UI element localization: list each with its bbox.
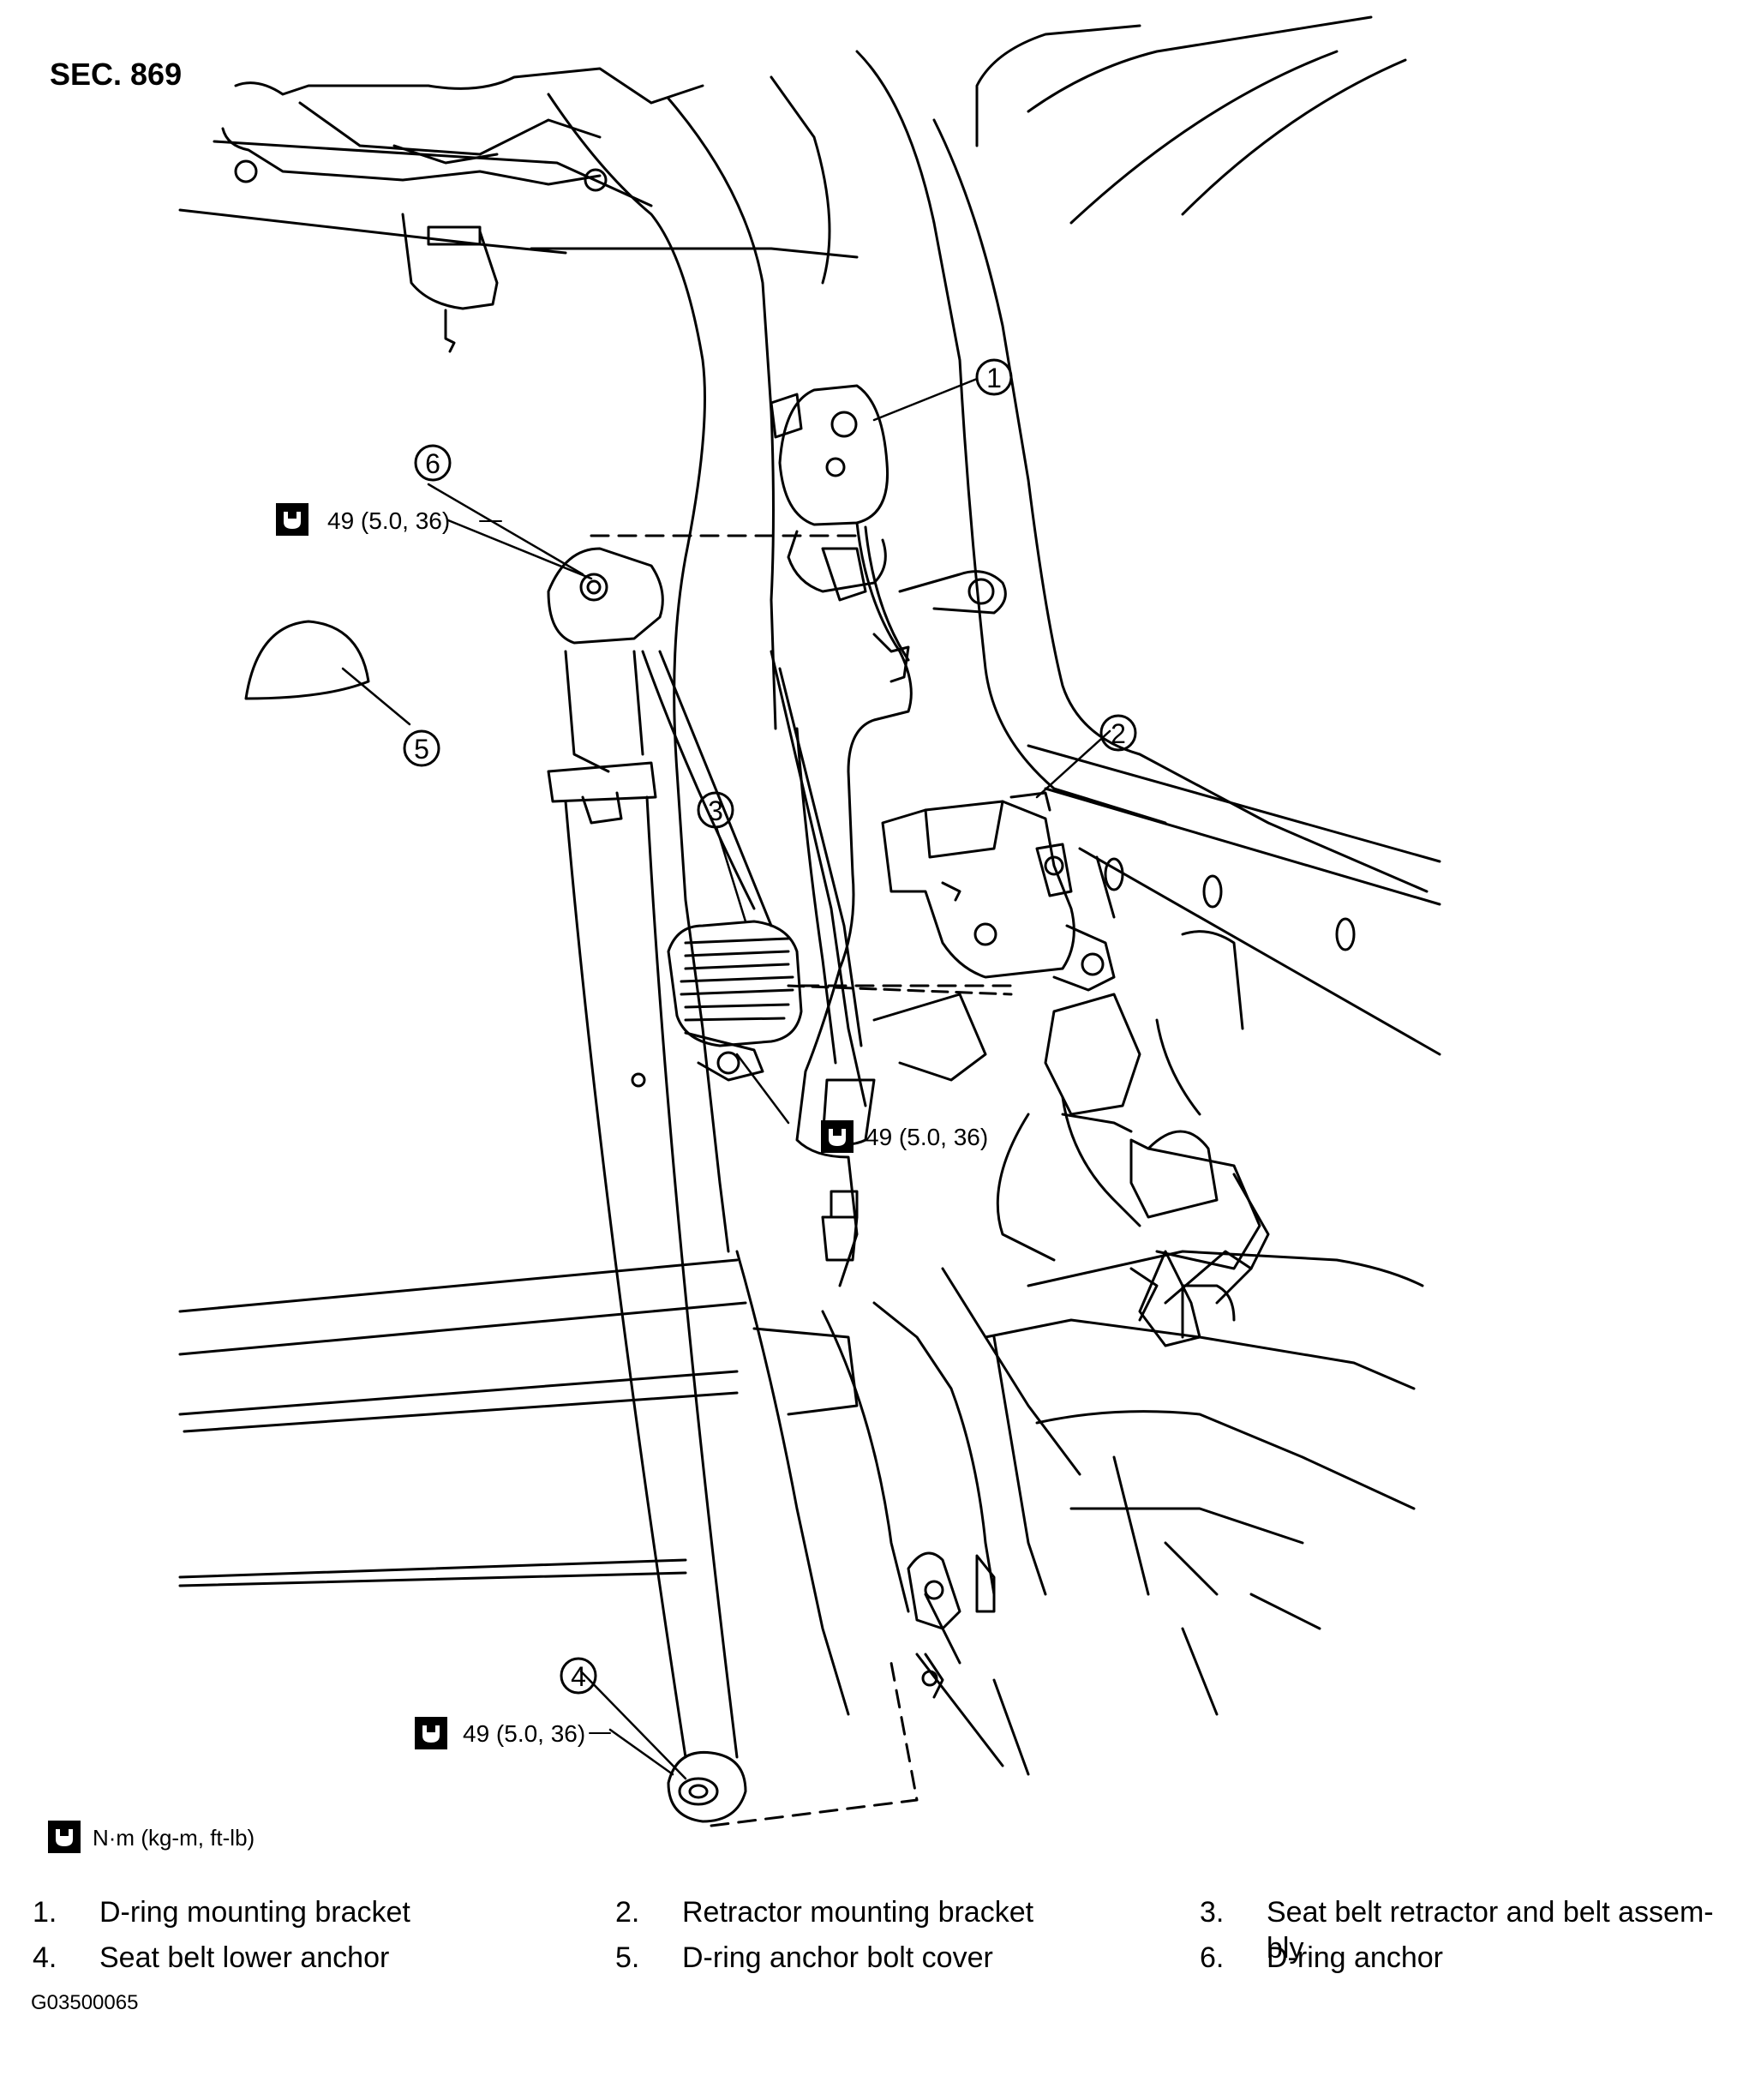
svg-text:N·m (kg-m, ft-lb): N·m (kg-m, ft-lb) <box>93 1825 255 1851</box>
retractor-mounting-bracket <box>881 791 1116 992</box>
svg-text:49 (5.0, 36): 49 (5.0, 36) <box>327 507 450 534</box>
callout-6: 6 <box>414 444 452 482</box>
quarter-panel <box>996 744 1441 1347</box>
legend-number: 1. <box>33 1896 57 1929</box>
legend-text: D-ring anchor <box>1267 1941 1443 1974</box>
svg-text:4: 4 <box>571 1661 586 1692</box>
upper-roof-structure <box>178 67 859 353</box>
callout-2: 2 <box>1099 714 1137 752</box>
dashed-guide-lines <box>590 534 1021 1827</box>
legend-text: D-ring mounting bracket <box>99 1896 410 1929</box>
seat-belt-webbing <box>547 547 773 1759</box>
section-label: SEC. 869 <box>50 57 183 92</box>
legend-number: 6. <box>1200 1941 1225 1974</box>
legend-item-5: 5. D-ring anchor bolt cover <box>615 1940 1164 1976</box>
torque-wrench-icon <box>415 1717 447 1749</box>
torque-wrench-icon <box>48 1821 81 1853</box>
leader-lines <box>341 377 1111 1780</box>
legend-text: Seat belt retractor and belt assem- <box>1267 1896 1714 1929</box>
legend-item-4: 4. Seat belt lower anchor <box>33 1940 581 1976</box>
seat-belt-diagram: 1 2 3 4 5 6 49 (5.0, 36) 49 (5.0, 36) <box>48 15 1441 1853</box>
seat-belt-lower-anchor <box>667 1750 747 1823</box>
svg-text:5: 5 <box>414 734 429 765</box>
legend-text: Seat belt lower anchor <box>99 1941 390 1974</box>
legend-number: 5. <box>615 1941 640 1974</box>
svg-text:2: 2 <box>1111 718 1126 749</box>
legend-number: 4. <box>33 1941 57 1974</box>
torque-spec-middle: 49 (5.0, 36) <box>821 1120 988 1153</box>
legend-text: Retractor mounting bracket <box>682 1896 1034 1929</box>
callout-1: 1 <box>975 358 1013 396</box>
torque-units-key: N·m (kg-m, ft-lb) <box>48 1821 255 1853</box>
svg-text:49 (5.0, 36): 49 (5.0, 36) <box>866 1124 988 1150</box>
legend-item-3: 3. Seat belt retractor and belt assem- b… <box>1200 1894 1748 1971</box>
callout-5: 5 <box>403 729 440 767</box>
legend-text: D-ring anchor bolt cover <box>682 1941 993 1974</box>
b-pillar-outline <box>547 15 1429 1253</box>
legend-item-6: 6. D-ring anchor <box>1200 1940 1748 1976</box>
torque-wrench-icon <box>276 503 308 536</box>
figure-code: G03500065 <box>31 1991 139 2014</box>
wiring-harness <box>770 521 913 1287</box>
d-ring-mounting-bracket <box>770 384 1007 683</box>
legend-text-continued: bly <box>1267 1932 1304 1965</box>
lower-anchor-plate <box>907 1551 1030 1776</box>
svg-text:6: 6 <box>425 448 440 479</box>
callout-3: 3 <box>697 791 734 829</box>
legend-item-1: 1. D-ring mounting bracket <box>33 1894 581 1930</box>
seat-belt-retractor <box>667 920 1013 1082</box>
callout-4: 4 <box>560 1657 597 1695</box>
torque-spec-lower: 49 (5.0, 36) <box>415 1717 611 1749</box>
legend-number: 3. <box>1200 1896 1225 1929</box>
legend-item-2: 2. Retractor mounting bracket <box>615 1894 1164 1930</box>
svg-text:49 (5.0, 36): 49 (5.0, 36) <box>463 1720 585 1747</box>
legend-number: 2. <box>615 1896 640 1929</box>
torque-wrench-icon <box>821 1120 854 1153</box>
d-ring-anchor-bolt-cover <box>244 620 370 700</box>
svg-text:3: 3 <box>708 795 723 826</box>
svg-text:1: 1 <box>986 363 1002 393</box>
floor-and-sill <box>178 1250 1424 1716</box>
torque-spec-upper: 49 (5.0, 36) <box>276 503 502 536</box>
